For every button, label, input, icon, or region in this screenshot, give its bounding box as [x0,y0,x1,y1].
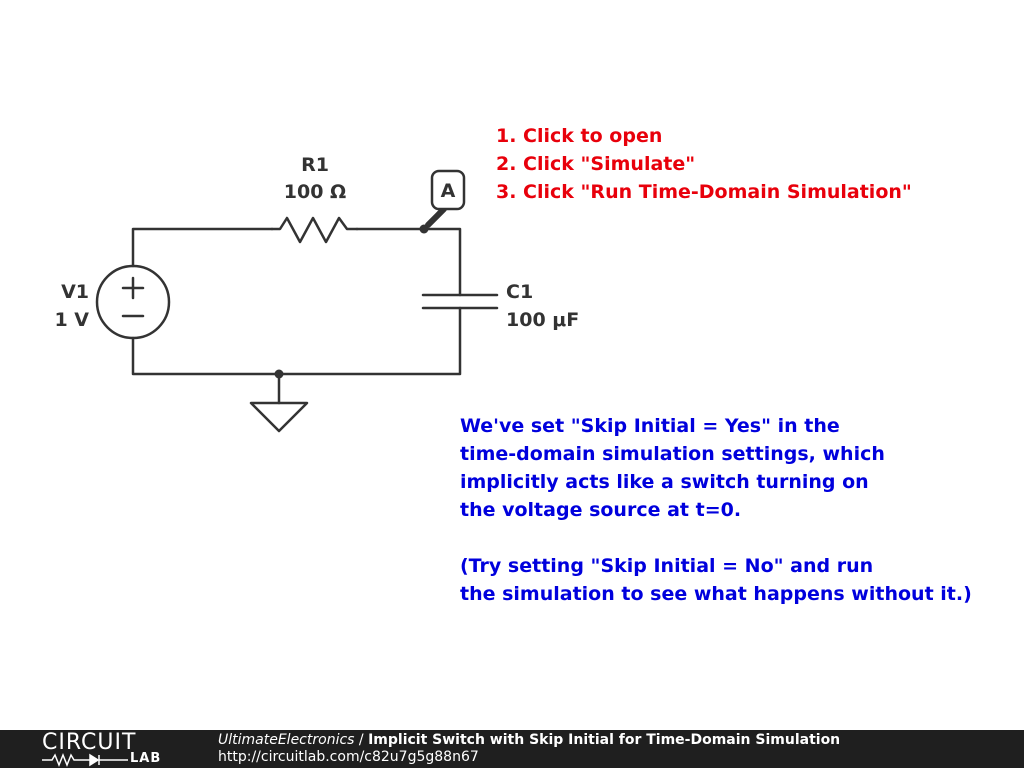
instruction-step-3: 3. Click "Run Time-Domain Simulation" [496,181,912,203]
circuit-url[interactable]: http://circuitlab.com/c82u7g5g88n67 [218,749,479,765]
wire-bottom [131,306,462,376]
source-value: 1 V [54,309,89,331]
circuit-title[interactable]: Implicit Switch with Skip Initial for Ti… [368,732,841,748]
wire-top-right [355,227,462,297]
note-line-1: We've set "Skip Initial = Yes" in the [460,415,840,437]
ground-symbol [249,401,309,433]
note-line-3: implicitly acts like a switch turning on [460,471,869,493]
resistor-name: R1 [301,154,329,176]
instruction-step-2: 2. Click "Simulate" [496,153,696,175]
instructions: 1. Click to open 2. Click "Simulate" 3. … [496,122,912,206]
capacitor-name: C1 [506,281,533,303]
footer-credit: UltimateElectronics / Implicit Switch wi… [218,732,840,749]
source-name: V1 [61,281,89,303]
junction-node-ground [274,369,284,379]
probe-label: A [441,180,456,202]
instruction-step-1: 1. Click to open [496,125,663,147]
circuitlab-logo[interactable]: CIRCUIT LAB [42,730,174,768]
capacitor-value: 100 μF [506,309,579,331]
wire-top-left [131,227,274,268]
logo-text-lab: LAB [130,751,162,766]
ammeter-probe-box[interactable] [430,169,466,211]
junction-node-top [419,224,429,234]
voltage-source-v1[interactable] [95,264,171,340]
note-line-7: the simulation to see what happens witho… [460,583,972,605]
author-link[interactable]: UltimateElectronics [218,732,355,748]
note-line-2: time-domain simulation settings, which [460,443,885,465]
note-line-4: the voltage source at t=0. [460,499,742,521]
probe-stem-thick [425,206,447,228]
logo-resistor-diode-icon [42,752,128,768]
note-line-6: (Try setting "Skip Initial = No" and run [460,555,874,577]
credit-separator: / [354,732,369,748]
resistor-r1[interactable] [270,216,359,244]
logo-text-circuit: CIRCUIT [42,730,137,755]
resistor-value: 100 Ω [284,181,346,203]
note-line-5 [460,524,972,552]
simulation-note: We've set "Skip Initial = Yes" in the ti… [460,412,972,608]
footer-bar: CIRCUIT LAB UltimateElectronics / Implic… [0,730,1024,768]
